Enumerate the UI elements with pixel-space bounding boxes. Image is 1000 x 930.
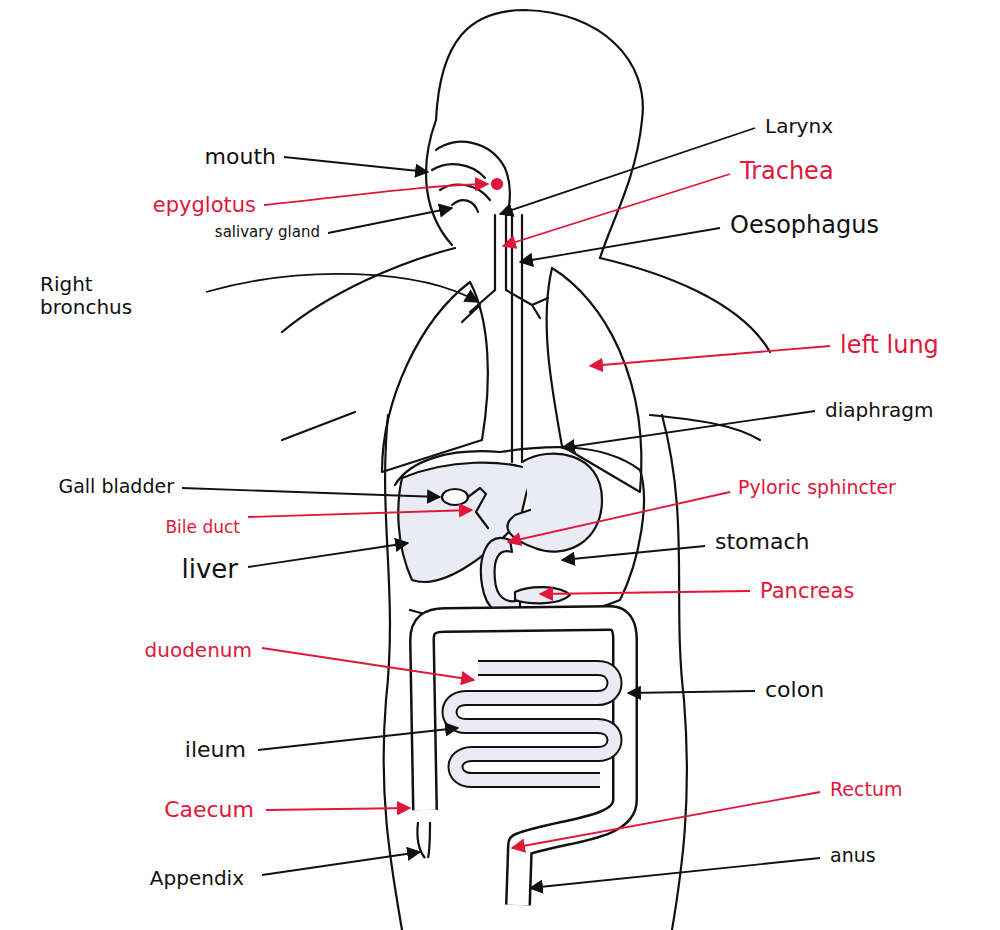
small-intestine-lumen xyxy=(450,668,615,780)
leader-line xyxy=(512,792,820,848)
mouth-cavity xyxy=(440,185,490,200)
part-label: Larynx xyxy=(765,115,833,138)
duodenum-tube xyxy=(481,538,520,615)
part-label: left lung xyxy=(840,332,939,360)
leader-line xyxy=(590,346,830,366)
part-label: diaphragm xyxy=(825,399,934,422)
leader-line xyxy=(182,488,440,497)
part-label: Bile duct xyxy=(165,518,240,538)
part-label: stomach xyxy=(715,529,810,554)
epiglottis-mark xyxy=(492,179,502,189)
part-label: Oesophagus xyxy=(730,212,879,240)
gall-bladder xyxy=(442,489,468,505)
part-label: ileum xyxy=(185,737,246,762)
leader-line xyxy=(530,858,820,888)
shoulder-outline xyxy=(282,248,455,332)
part-label: Appendix xyxy=(150,867,244,890)
part-label: Pancreas xyxy=(760,579,854,603)
colon-lumen xyxy=(422,618,625,905)
head-outline xyxy=(426,10,643,258)
lung xyxy=(382,282,488,472)
arm-outline xyxy=(282,412,355,440)
leader-line xyxy=(503,174,730,246)
part-label: colon xyxy=(765,677,824,702)
oesophagus xyxy=(512,215,522,462)
throat xyxy=(505,168,510,215)
stomach xyxy=(507,454,602,552)
leader-line xyxy=(248,510,472,517)
colon-outline xyxy=(422,618,625,905)
diaphragm xyxy=(395,447,644,621)
mouth-cavity xyxy=(432,164,485,178)
part-label: Trachea xyxy=(740,158,834,186)
part-label: epyglotus xyxy=(153,193,256,217)
leader-line xyxy=(500,128,755,214)
part-label: Rectum xyxy=(830,779,902,801)
leader-line xyxy=(206,274,478,302)
part-label: Gall bladder xyxy=(58,476,174,498)
leader-line xyxy=(520,228,720,262)
bile-duct xyxy=(468,488,488,528)
leader-line xyxy=(264,184,488,205)
leader-line xyxy=(262,852,420,875)
part-label: salivary gland xyxy=(215,224,320,241)
leader-line xyxy=(508,492,730,542)
leader-line xyxy=(628,691,755,693)
leader-line xyxy=(562,411,815,448)
pancreas xyxy=(515,587,570,603)
part-label: Pyloric sphincter xyxy=(738,477,896,499)
leader-line xyxy=(266,808,410,810)
part-label: anus xyxy=(830,845,876,867)
leader-line xyxy=(562,546,705,560)
leader-line xyxy=(248,543,408,567)
leader-line xyxy=(262,648,474,680)
part-label: Right bronchus xyxy=(40,273,155,319)
leader-line xyxy=(328,208,452,233)
leader-line xyxy=(258,728,458,750)
trunk-outline xyxy=(662,415,687,930)
shoulder-outline xyxy=(600,258,770,352)
part-label: liver xyxy=(181,555,238,585)
part-label: Caecum xyxy=(164,797,254,822)
trachea xyxy=(495,215,506,290)
salivary-gland xyxy=(452,200,478,212)
part-label: mouth xyxy=(205,144,276,169)
part-label: duodenum xyxy=(145,639,252,662)
small-intestine-outline xyxy=(450,668,615,780)
leader-line xyxy=(540,591,750,594)
leader-line xyxy=(284,157,428,172)
